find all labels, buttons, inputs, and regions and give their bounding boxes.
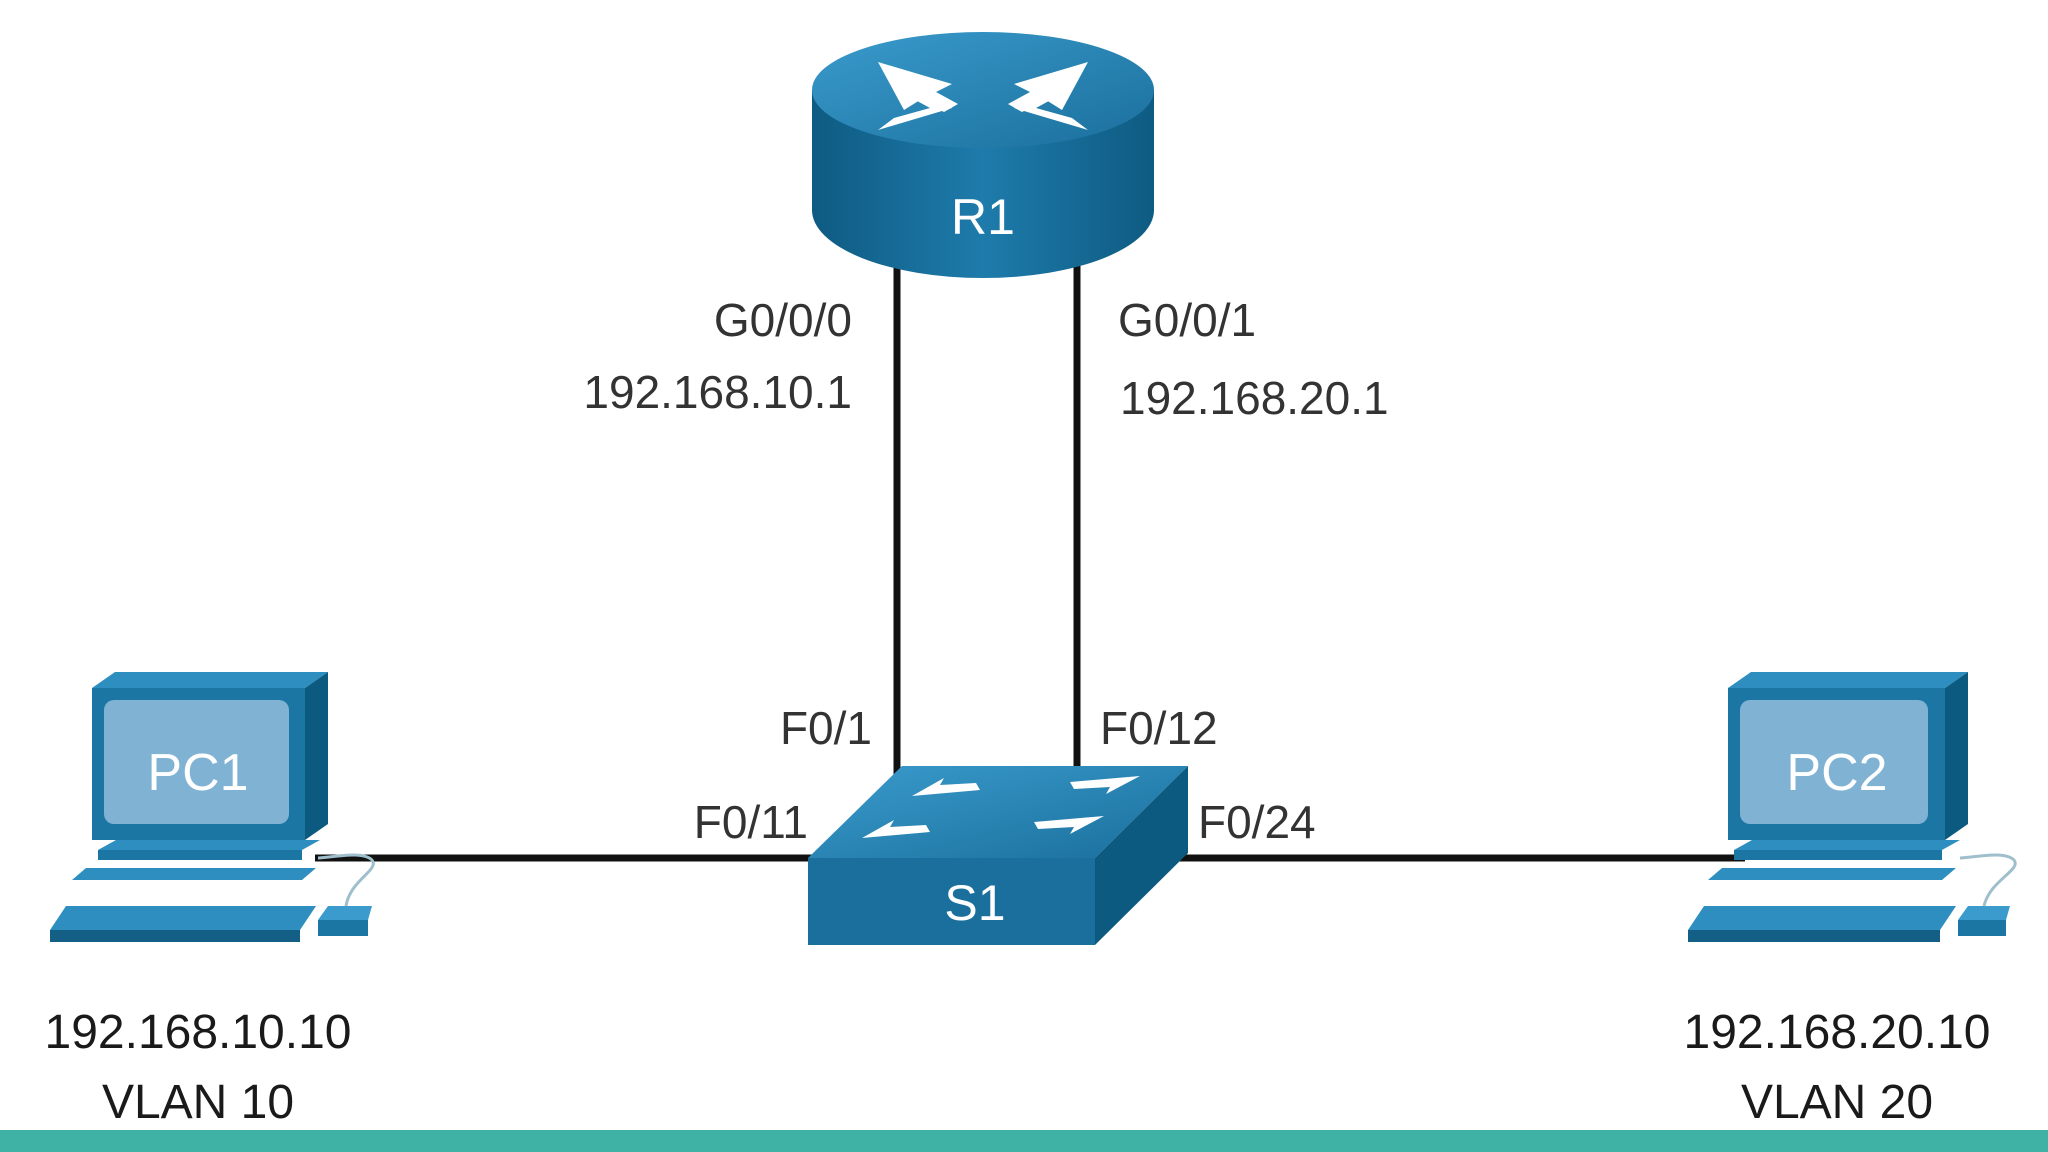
- switch-icon: [808, 766, 1188, 945]
- pc-icon: [50, 672, 375, 942]
- label-r1-g000: G0/0/0: [714, 294, 852, 346]
- pc1-vlan: VLAN 10: [102, 1076, 294, 1129]
- switch-s1[interactable]: S1: [808, 766, 1188, 945]
- pc1[interactable]: PC1 192.168.10.10 VLAN 10: [45, 672, 375, 1129]
- pc1-name: PC1: [147, 744, 248, 802]
- pc2-name: PC2: [1786, 744, 1887, 802]
- label-s1-f024: F0/24: [1198, 796, 1316, 848]
- router-icon: [812, 32, 1154, 278]
- label-r1-g000-ip: 192.168.10.1: [583, 366, 852, 418]
- label-s1-f011: F0/11: [694, 796, 808, 848]
- pc-icon: [1688, 672, 2017, 942]
- pc2-ip: 192.168.20.10: [1684, 1006, 1991, 1059]
- switch-name: S1: [944, 875, 1005, 931]
- pc2-vlan: VLAN 20: [1741, 1076, 1933, 1129]
- label-s1-f01: F0/1: [780, 702, 872, 754]
- bottom-accent-bar: [0, 1130, 2048, 1152]
- label-r1-g001-ip: 192.168.20.1: [1120, 372, 1389, 424]
- label-s1-f012: F0/12: [1100, 702, 1218, 754]
- router-name: R1: [951, 189, 1015, 245]
- router-r1[interactable]: R1: [812, 32, 1154, 278]
- pc2[interactable]: PC2 192.168.20.10 VLAN 20: [1684, 672, 2017, 1129]
- pc1-ip: 192.168.10.10: [45, 1006, 352, 1059]
- label-r1-g001: G0/0/1: [1118, 294, 1256, 346]
